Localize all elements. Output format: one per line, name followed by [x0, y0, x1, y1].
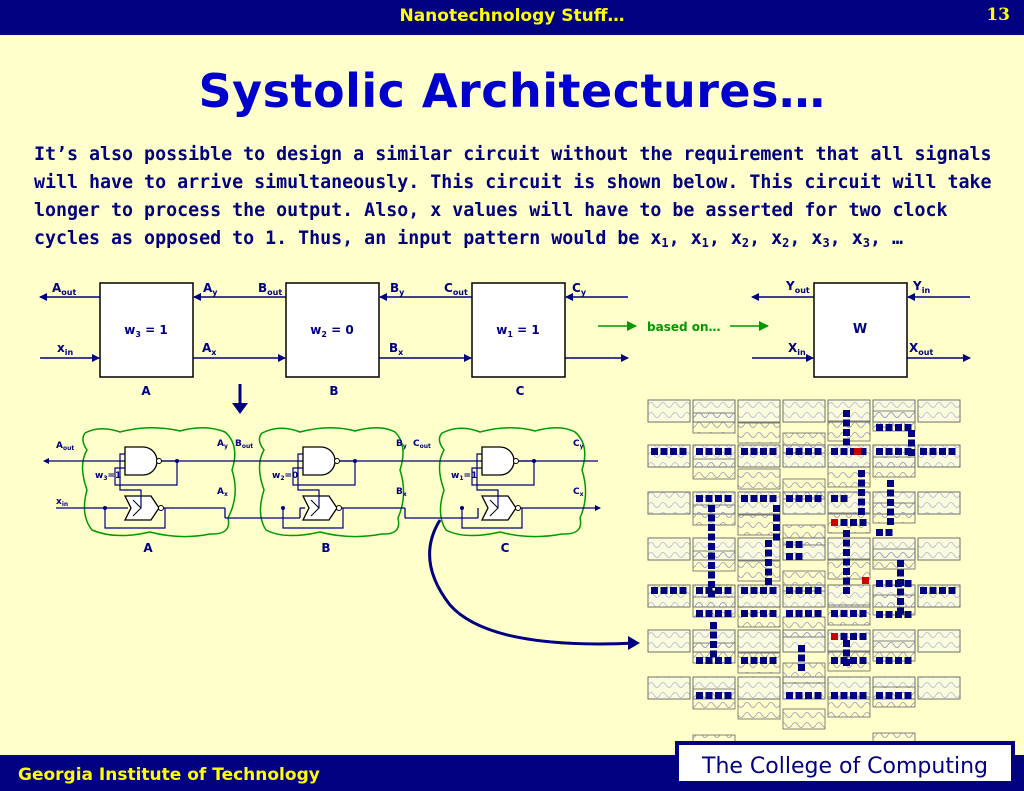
pattern-term: x2 [771, 228, 790, 250]
pattern-term: x3 [851, 228, 870, 250]
fixed-cell-icon [854, 448, 861, 455]
block-diagram: based on… [39, 282, 971, 414]
b-y-label: By [390, 281, 405, 297]
cell-c-label: C [516, 384, 525, 398]
g-cell-a-label: A [143, 541, 153, 555]
g-b-y-label: By [396, 439, 407, 450]
cell-a-label: A [141, 384, 151, 398]
page-number: 13 [986, 5, 1010, 25]
slide-title: Systolic Architectures… [198, 64, 826, 118]
pattern-term: x1 [650, 228, 669, 250]
cell-a-box [99, 282, 194, 378]
cell-b-weight: w2 = 0 [310, 323, 353, 339]
pattern-term: x1 [690, 228, 709, 250]
pattern-term: x2 [730, 228, 750, 250]
college-box: The College of Computing [675, 741, 1015, 785]
g-c-out-label: Cout [413, 439, 431, 450]
cell-b-box [285, 282, 380, 378]
down-arrow-icon [232, 403, 248, 414]
y-in-label: Yin [912, 279, 930, 295]
g-a-x-label: Ax [217, 487, 228, 498]
g-c-y-label: Cy [573, 439, 584, 450]
buffer-icon [123, 495, 160, 521]
cell-a-weight: w3 = 1 [124, 323, 167, 339]
g-b-out-label: Bout [235, 439, 253, 450]
input-pattern: x1, x1, x2, x2, x3, x3, … [650, 228, 903, 250]
header-title: Nanotechnology Stuff… [399, 6, 625, 26]
body-paragraph: It’s also possible to design a similar c… [34, 141, 1004, 253]
g-a-weight: w3=1 [95, 471, 121, 482]
a-out-label: Aout [52, 281, 76, 297]
buffer-icon [301, 495, 338, 521]
fixed-cell-icon [862, 577, 869, 584]
fixed-cell-icon [831, 519, 838, 526]
college-name: The College of Computing [702, 754, 988, 779]
and-gate-icon [124, 446, 158, 476]
g-b-x-label: Bx [396, 487, 407, 498]
g-b-weight: w2=0 [272, 471, 298, 482]
g-a-out-label: Aout [56, 441, 74, 452]
cell-b-label: B [329, 384, 338, 398]
x-in-generic-label: Xin [788, 341, 806, 357]
gate-labels: Aout xin Ay Bout Ax By Cout Bx Cy Cx w3=… [56, 439, 584, 555]
gate-cells [103, 446, 536, 529]
header-bar: Nanotechnology Stuff… 13 [0, 0, 1024, 35]
cell-c-weight: w1 = 1 [496, 323, 539, 339]
g-cell-c-label: C [501, 541, 510, 555]
cell-c-box [471, 282, 566, 378]
g-c-weight: w1=1 [451, 471, 477, 482]
buffer-icon [480, 495, 517, 521]
body-text: It’s also possible to design a similar c… [34, 144, 992, 249]
x-in-label: xin [57, 341, 73, 357]
pattern-tail: … [891, 228, 903, 249]
cell-a-outline [81, 427, 236, 538]
pattern-term: x3 [811, 228, 830, 250]
institution-name: Georgia Institute of Technology [18, 765, 320, 785]
and-gate-icon [302, 446, 336, 476]
generic-cell-label: W [853, 322, 867, 337]
c-out-label: Cout [444, 281, 468, 297]
curved-arrow [428, 519, 637, 646]
g-cell-b-label: B [321, 541, 330, 555]
curved-arrow-head-icon [628, 636, 640, 650]
b-x-label: Bx [389, 341, 404, 357]
x-out-label: Xout [909, 341, 933, 357]
g-x-in-label: xin [56, 497, 68, 508]
g-c-x-label: Cx [573, 487, 584, 498]
c-y-label: Cy [572, 281, 587, 297]
generic-cell-box [813, 282, 908, 378]
block-labels: Aout Ay Bout By Cout Cy xin Ax Bx w3 = 1… [52, 279, 933, 398]
b-out-label: Bout [258, 281, 282, 297]
g-a-y-label: Ay [217, 439, 228, 450]
and-gate-icon [481, 446, 515, 476]
cell-b-outline [258, 427, 405, 538]
cell-c-outline [438, 427, 587, 538]
a-x-label: Ax [202, 341, 217, 357]
a-y-label: Ay [203, 281, 218, 297]
based-on-label: based on… [647, 320, 721, 334]
y-out-label: Yout [785, 279, 810, 295]
qca-layout [647, 399, 961, 776]
fixed-cell-icon [831, 633, 838, 640]
